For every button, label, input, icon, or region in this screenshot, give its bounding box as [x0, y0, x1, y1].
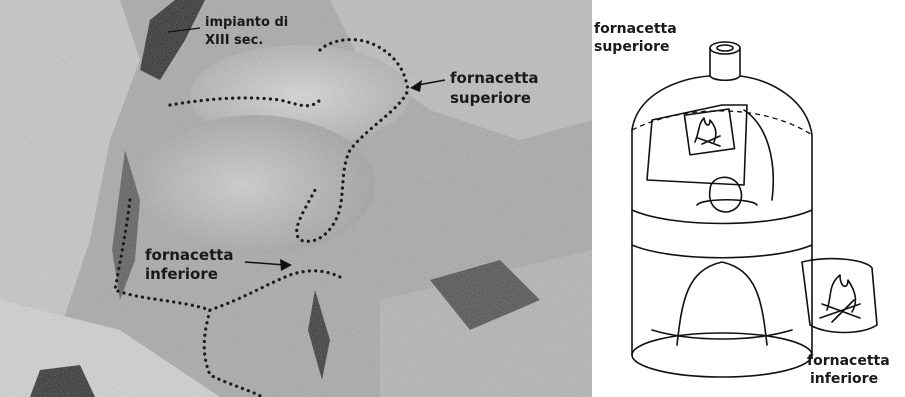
period-label-line1: impianto di [205, 15, 288, 30]
diagram-lower-label-line2: inferiore [810, 371, 878, 387]
diagram-upper-label-line2: superiore [594, 39, 670, 55]
diagram-lower-label-line1: fornacetta [807, 353, 890, 369]
kiln-cutaway-diagram: fornacetta superiore fornacetta inferior… [592, 0, 905, 397]
upper-kiln-label-line1: fornacetta [450, 69, 539, 87]
lower-kiln-label-line2: inferiore [145, 265, 218, 283]
kiln-photograph: impianto di XIII sec. fornacetta superio… [0, 0, 592, 397]
photo-grain [0, 0, 592, 397]
lower-kiln-label-line1: fornacetta [145, 246, 234, 264]
diagram-upper-label-line1: fornacetta [594, 21, 677, 37]
period-label-line2: XIII sec. [205, 33, 263, 48]
upper-kiln-label-line2: superiore [450, 89, 531, 107]
